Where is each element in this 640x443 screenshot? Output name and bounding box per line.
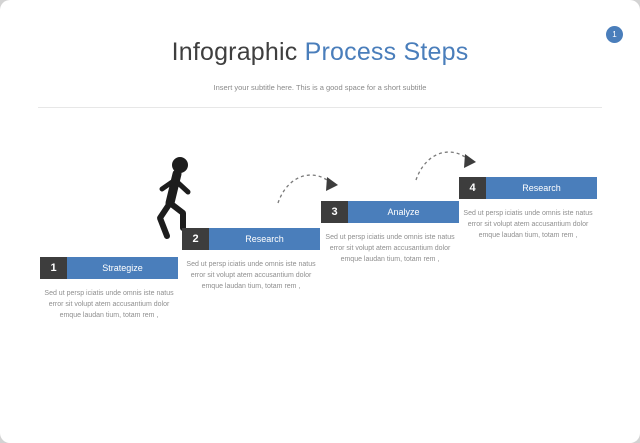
step-label-bar: Research: [209, 228, 320, 250]
step-row: 1 Strategize: [40, 257, 178, 279]
page-number-badge: 1: [606, 26, 623, 43]
step-row: 3 Analyze: [321, 201, 459, 223]
page-subtitle: Insert your subtitle here. This is a goo…: [213, 83, 427, 92]
dashed-arrow-icon: [415, 151, 476, 181]
page-title: Infographic Process Steps: [0, 38, 640, 67]
step-number-box: 2: [182, 228, 209, 250]
step-description: Sed ut persp iciatis unde omnis iste nat…: [325, 234, 455, 264]
process-step-3: 3 Analyze Sed ut persp iciatis unde omni…: [321, 201, 459, 266]
process-step-1: 1 Strategize Sed ut persp iciatis unde o…: [40, 257, 178, 322]
process-step-2: 2 Research Sed ut persp iciatis unde omn…: [182, 228, 320, 293]
step-row: 4 Research: [459, 177, 597, 199]
step-number-box: 4: [459, 177, 486, 199]
header-divider: [38, 107, 602, 108]
process-step-4: 4 Research Sed ut persp iciatis unde omn…: [459, 177, 597, 242]
step-label-bar: Research: [486, 177, 597, 199]
step-number-box: 3: [321, 201, 348, 223]
dashed-arrow-icon: [277, 174, 338, 204]
walking-person-icon: [157, 157, 191, 239]
step-description: Sed ut persp iciatis unde omnis iste nat…: [186, 261, 316, 291]
page-title-accent: Process Steps: [304, 38, 469, 66]
step-label-bar: Strategize: [67, 257, 178, 279]
page-title-primary: Infographic: [171, 38, 305, 66]
step-number-box: 1: [40, 257, 67, 279]
step-description: Sed ut persp iciatis unde omnis iste nat…: [44, 290, 174, 320]
step-row: 2 Research: [182, 228, 320, 250]
step-label-bar: Analyze: [348, 201, 459, 223]
step-description: Sed ut persp iciatis unde omnis iste nat…: [463, 210, 593, 240]
